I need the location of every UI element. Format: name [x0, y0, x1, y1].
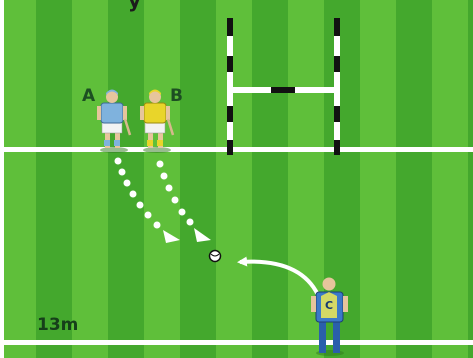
grass-stripe [72, 0, 108, 358]
grass-stripe [252, 0, 288, 358]
twenty-metre-line [0, 147, 473, 152]
player-b-label: B [170, 88, 183, 105]
grass-stripe [468, 0, 473, 358]
distance-marker-label: 13m [37, 317, 78, 334]
player-a-label: A [82, 88, 95, 105]
grass-stripe [216, 0, 252, 358]
grass-stripe [180, 0, 216, 358]
grass-stripe [432, 0, 468, 358]
grass-stripe [360, 0, 396, 358]
cropped-title-fragment: y [128, 0, 141, 10]
grass-stripe [144, 0, 180, 358]
left-border-line [0, 0, 4, 358]
grass-stripe [0, 0, 36, 358]
grass-stripe [396, 0, 432, 358]
player-c-label: C [322, 300, 336, 311]
thirteen-metre-line [0, 340, 473, 345]
sliotar-ball-icon [210, 251, 221, 262]
grass-stripe [108, 0, 144, 358]
grass-stripe [36, 0, 72, 358]
